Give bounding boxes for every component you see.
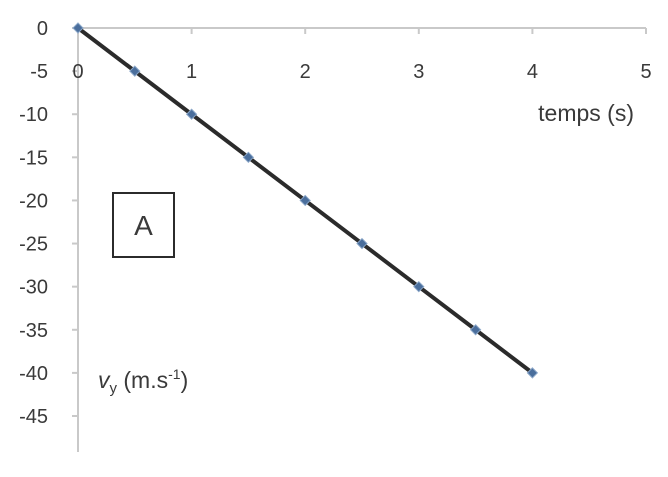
- x-tick-label: 5: [640, 61, 651, 83]
- x-tick-label: 1: [186, 61, 197, 83]
- y-tick-label: -30: [19, 277, 48, 299]
- tick-labels: 0 1 2 3 4 5 0 -5 -10 -15 -20 -25 -30 -35 -40 -45: [19, 18, 651, 428]
- data-point: [526, 367, 539, 379]
- x-tick-label: 2: [300, 61, 311, 83]
- series: [72, 22, 539, 379]
- axes: [72, 24, 647, 452]
- data-point: [242, 151, 255, 164]
- y-tick-label: -35: [19, 320, 48, 342]
- data-point: [72, 22, 84, 34]
- y-tick-label: -15: [19, 147, 48, 169]
- y-axis-label: vy (m.s-1): [98, 366, 188, 397]
- y-axis-sub: y: [110, 380, 118, 397]
- y-tick-label: -20: [19, 190, 48, 212]
- y-tick-label: -45: [19, 406, 48, 428]
- labels: temps (s) vy (m.s-1) A: [98, 100, 634, 397]
- data-point: [299, 194, 311, 207]
- y-tick-label: -40: [19, 363, 48, 385]
- data-point: [356, 237, 368, 250]
- y-tick-label: -25: [19, 234, 48, 256]
- y-tick-label: -5: [30, 61, 48, 83]
- y-axis-var: v: [98, 367, 111, 393]
- y-axis-unit-close: ): [181, 367, 189, 393]
- y-tick-label: 0: [37, 18, 48, 40]
- y-axis-unit: (m.s: [117, 367, 168, 393]
- y-axis-sup: -1: [168, 366, 181, 382]
- data-point: [185, 108, 198, 120]
- panel-label-box: [112, 192, 175, 258]
- x-tick-label: 0: [72, 61, 83, 83]
- panel-label: A: [134, 210, 153, 241]
- x-tick-label: 3: [413, 61, 424, 83]
- data-point: [469, 324, 482, 336]
- x-axis-label: temps (s): [538, 100, 634, 126]
- y-tick-label: -10: [19, 104, 48, 126]
- data-point: [129, 65, 141, 77]
- x-tick-label: 4: [527, 61, 538, 83]
- data-point: [413, 280, 425, 293]
